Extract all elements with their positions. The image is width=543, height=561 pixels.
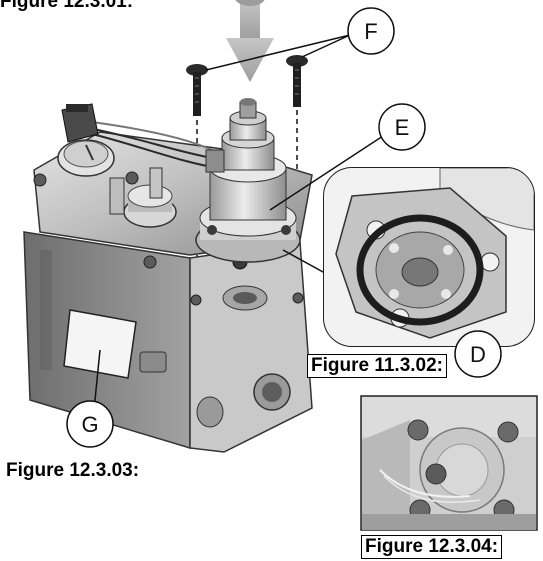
regulator-assembly	[195, 98, 301, 263]
screw-left-icon	[186, 64, 208, 116]
callout-e: E	[378, 103, 426, 151]
figure-label-inset-bottom: Figure 12.3.04:	[361, 535, 503, 559]
figure-label-top: Figure 12.3.01:	[0, 0, 134, 12]
callout-g: G	[66, 400, 114, 448]
svg-text:G: G	[81, 412, 98, 437]
screw-right-icon	[286, 55, 308, 107]
connector-plug	[61, 103, 99, 143]
figure-label-main: Figure 12.3.03:	[6, 460, 140, 481]
svg-text:F: F	[364, 19, 377, 44]
callout-d: D	[454, 330, 502, 378]
wire-harness	[87, 121, 219, 169]
callout-f: F	[347, 7, 395, 55]
inset-gasket-view	[323, 167, 535, 347]
svg-text:E: E	[395, 115, 410, 140]
inset-photo-view	[360, 395, 538, 531]
down-arrow-icon	[226, 0, 274, 82]
figure-label-inset-d: Figure 11.3.02:	[307, 354, 448, 378]
svg-text:D: D	[470, 342, 486, 367]
